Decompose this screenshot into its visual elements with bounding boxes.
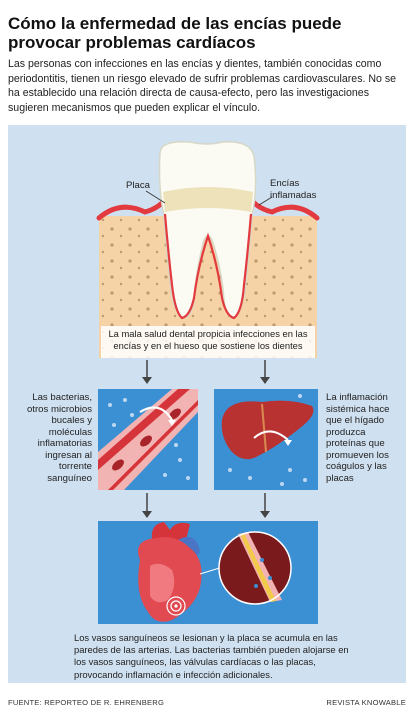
heart-caption: Los vasos sanguíneos se lesionan y la pl… [74,632,349,680]
intro-text: Las personas con infecciones en las encí… [8,58,397,114]
liver-text: La inflamación sistémica hace que el híg… [326,392,390,484]
heart-panel [98,521,318,624]
tooth-caption: La mala salud dental propicia infeccione… [108,328,308,351]
label-gums: Encías inflamadas [270,178,317,201]
tooth [158,140,257,319]
liver-panel [214,389,318,490]
bloodstream-text: Las bacterias, otros microbios bucales y… [26,392,92,484]
blood-vessel-panel [98,389,198,490]
flow-arrows [142,360,270,518]
label-plaque: Placa [126,180,150,191]
plaque [163,187,253,212]
publisher-credit: REVISTA KNOWABLE [326,698,406,707]
caption-box [101,326,315,358]
page-title: Cómo la enfermedad de las encías puede p… [8,14,342,52]
source-credit: FUENTE: REPORTEO DE R. EHRENBERG [8,698,165,707]
